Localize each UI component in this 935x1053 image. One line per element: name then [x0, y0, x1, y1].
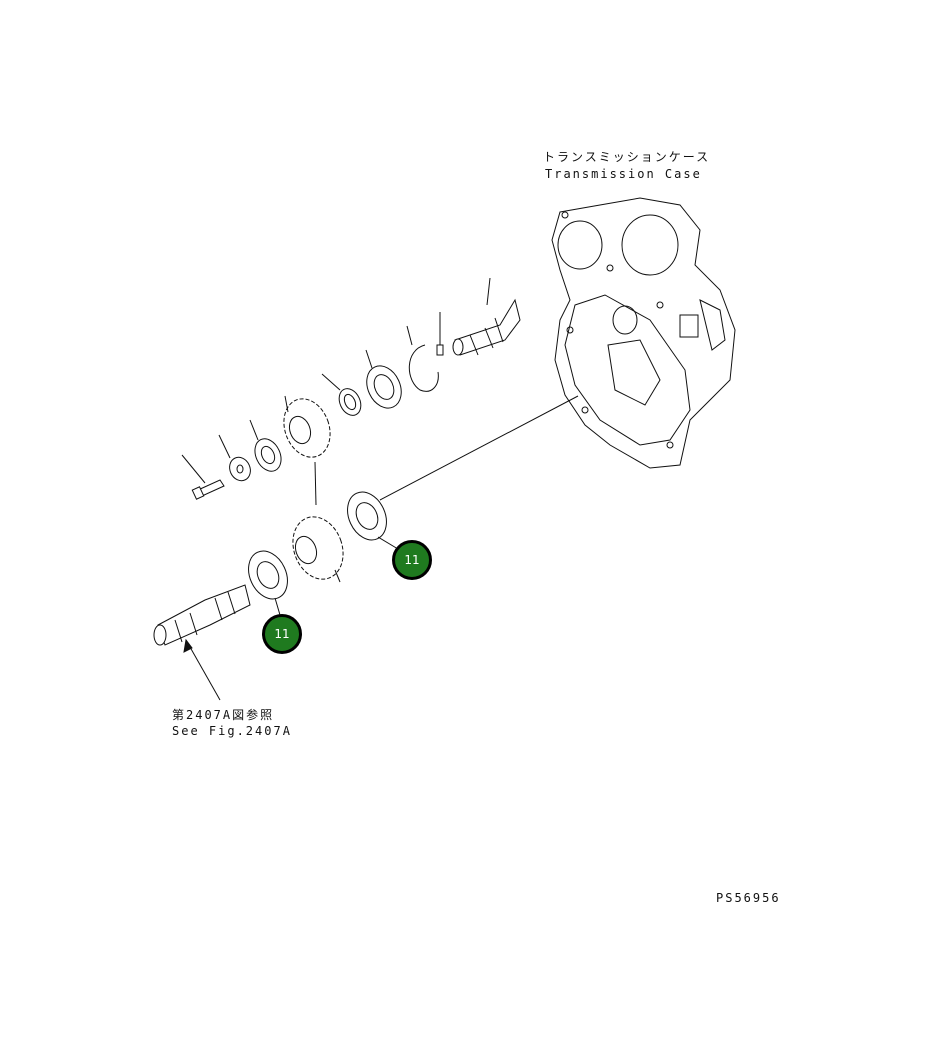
reference-label-jp: 第2407A図参照 — [172, 708, 275, 722]
pin — [436, 312, 444, 356]
reference-arrow — [183, 638, 221, 701]
case-label-jp: トランスミッションケース — [543, 150, 711, 164]
lower-right-bearing — [347, 491, 399, 550]
bolt — [181, 454, 225, 500]
lower-left-bearing — [248, 550, 288, 616]
input-shaft — [452, 277, 521, 356]
snap-ring — [406, 325, 439, 392]
upper-bearing — [365, 349, 402, 409]
spacer-ring — [321, 373, 362, 416]
washer — [218, 434, 251, 482]
needle-bearing — [249, 419, 282, 472]
callout-bearing-upper[interactable]: 11 — [392, 540, 432, 580]
lower-gear — [292, 516, 344, 583]
center-leader-line — [379, 395, 579, 501]
reference-label-en: See Fig.2407A — [172, 724, 292, 738]
case-label-en: Transmission Case — [545, 167, 702, 181]
drawing-number: PS56956 — [716, 891, 781, 905]
callout-bearing-lower[interactable]: 11 — [262, 614, 302, 654]
transmission-case — [551, 197, 736, 469]
upper-gear — [283, 395, 331, 506]
output-shaft — [153, 584, 251, 646]
